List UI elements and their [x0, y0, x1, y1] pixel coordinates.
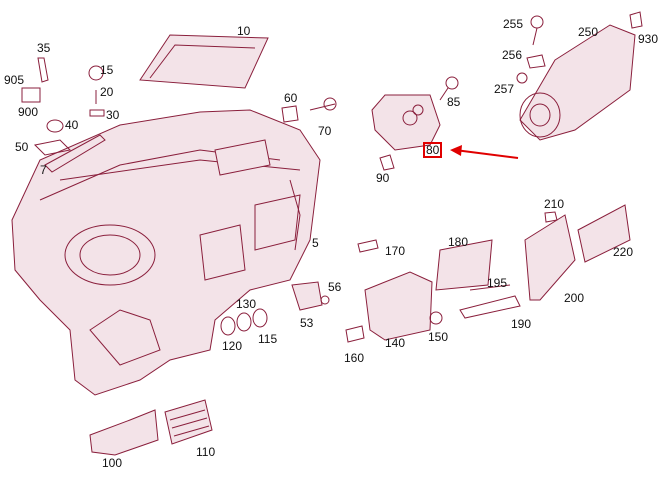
label-part-160[interactable]: 160 — [344, 351, 365, 365]
label-part-56[interactable]: 56 — [328, 280, 342, 294]
label-part-50[interactable]: 50 — [15, 140, 29, 154]
label-part-5[interactable]: 5 — [312, 236, 319, 250]
label-part-110[interactable]: 110 — [196, 445, 216, 459]
label-part-85[interactable]: 85 — [447, 95, 461, 109]
label-part-256[interactable]: 256 — [502, 48, 523, 62]
label-part-195[interactable]: 195 — [487, 276, 508, 290]
label-part-210[interactable]: 210 — [544, 197, 565, 211]
label-part-70[interactable]: 70 — [318, 124, 332, 138]
label-part-30[interactable]: 30 — [106, 108, 120, 122]
part-10-shape — [139, 34, 269, 89]
label-part-40[interactable]: 40 — [65, 118, 79, 132]
label-part-80-highlighted[interactable]: 80 — [423, 142, 443, 158]
label-part-200[interactable]: 200 — [564, 291, 585, 305]
dashboard-part-5 — [11, 109, 321, 396]
label-part-10[interactable]: 10 — [237, 24, 251, 38]
pointer-arrow — [454, 149, 519, 159]
label-part-220[interactable]: 220 — [613, 245, 634, 259]
arrow-head — [450, 145, 462, 156]
label-part-20[interactable]: 20 — [100, 85, 114, 99]
label-part-90[interactable]: 90 — [376, 171, 390, 185]
label-part-250[interactable]: 250 — [578, 25, 599, 39]
label-part-170[interactable]: 170 — [385, 244, 406, 258]
label-part-190[interactable]: 190 — [511, 317, 532, 331]
label-part-905[interactable]: 905 — [4, 73, 25, 87]
label-part-115[interactable]: 115 — [258, 332, 278, 346]
label-part-255[interactable]: 255 — [503, 17, 524, 31]
label-part-35[interactable]: 35 — [37, 41, 51, 55]
label-part-930[interactable]: 930 — [638, 32, 659, 46]
label-part-180[interactable]: 180 — [448, 235, 469, 249]
label-part-150[interactable]: 150 — [428, 330, 449, 344]
label-part-120[interactable]: 120 — [222, 339, 243, 353]
label-part-53[interactable]: 53 — [300, 316, 314, 330]
label-part-15[interactable]: 15 — [100, 63, 114, 77]
label-part-7[interactable]: 7 — [40, 163, 47, 177]
label-part-140[interactable]: 140 — [385, 336, 406, 350]
label-part-257[interactable]: 257 — [494, 82, 515, 96]
label-part-900[interactable]: 900 — [18, 105, 39, 119]
label-part-130[interactable]: 130 — [236, 297, 257, 311]
label-part-60[interactable]: 60 — [284, 91, 298, 105]
label-part-100[interactable]: 100 — [102, 456, 123, 470]
